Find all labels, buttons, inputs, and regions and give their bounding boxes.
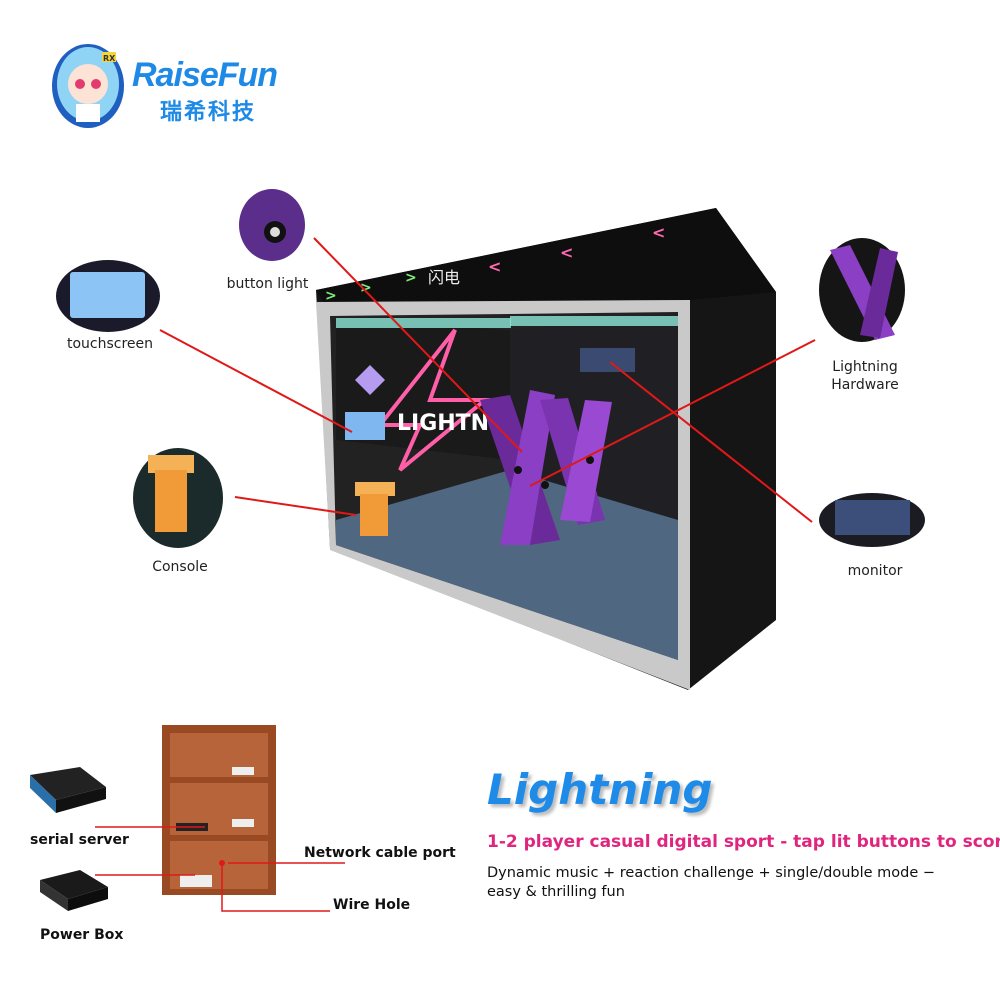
product-subtitle: 1-2 player casual digital sport - tap li… [487,832,1000,852]
callout-label-button-light: button light [226,276,309,292]
label-network-cable-port: Network cable port [304,845,456,861]
product-description: Dynamic music + reaction challenge + sin… [487,865,936,900]
callout-button-light [239,189,305,261]
power-box-in-cabinet [180,875,212,887]
roof-sign: 闪电 [428,268,460,287]
callout-label-monitor: monitor [847,563,903,579]
power-box-device [40,870,108,911]
label-power-box: Power Box [40,927,124,943]
label-wire-hole: Wire Hole [333,897,411,913]
svg-text:<: < [652,223,665,242]
serial-server-device [30,767,106,813]
product-title: Lightning [487,765,713,814]
console-model [355,482,395,536]
room-illustration: > > > 闪电 < < < LIGHTN [56,189,925,690]
touchscreen-model [345,412,385,440]
callout-monitor [819,493,925,547]
cabinet-diagram [30,725,345,912]
callout-console [133,448,223,548]
svg-text:>: > [360,280,372,296]
callout-label-touchscreen: touchscreen [66,336,154,352]
callout-touchscreen [56,260,160,332]
svg-text:>: > [325,288,337,304]
svg-text:<: < [560,243,573,262]
callout-label-lightning-hardware-2: Hardware [831,377,899,393]
logo-badge: RX [103,54,116,63]
brand-name-cn: 瑞希科技 [160,100,257,125]
callout-label-lightning-hardware-1: Lightning [832,359,898,375]
callout-label-console: Console [152,559,208,575]
mascot-icon: RX [52,44,124,128]
callout-lightning-hardware [819,238,905,342]
svg-text:>: > [405,270,417,286]
lightning-hardware-model [480,390,612,545]
brand-name: RaiseFun [132,56,278,94]
wall-logo-text: LIGHTN [397,411,489,436]
svg-text:<: < [488,257,501,276]
label-serial-server: serial server [30,832,129,848]
